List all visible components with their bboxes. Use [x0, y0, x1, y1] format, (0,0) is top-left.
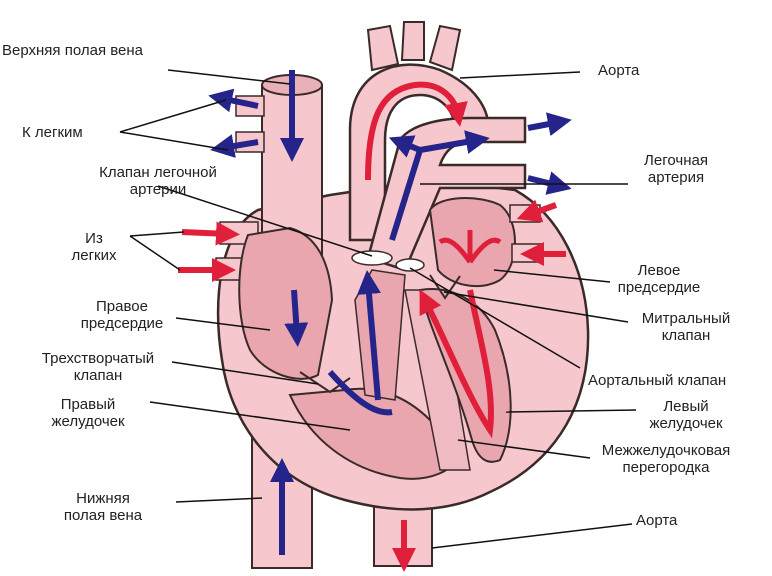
leader-aorta-bottom [431, 523, 633, 549]
flow-arrow-ra-down [284, 289, 309, 347]
flow-arrow-pa-out-upper [527, 112, 572, 137]
leader-lines [119, 69, 637, 549]
label-left-atrium: Левое предсердие [617, 262, 701, 296]
aortic-branch-2 [400, 21, 425, 61]
leader-left-atrium [493, 269, 611, 283]
leader-inferior-vena-cava [175, 497, 263, 503]
label-from-lungs: Из легких [71, 230, 117, 264]
leader-aorta-top [459, 71, 581, 79]
flow-arrow-to-lungs-lower [210, 134, 259, 158]
label-aorta-top: Аорта [598, 62, 640, 79]
label-inferior-vena-cava: Нижняя полая вена [63, 490, 143, 524]
label-superior-vena-cava: Верхняя полая вена [2, 42, 144, 59]
leader-septum [457, 439, 591, 459]
leader-superior-vena-cava [167, 69, 291, 85]
flow-arrow-pa-left [388, 135, 422, 158]
label-left-ventricle: Левый желудочек [649, 398, 723, 432]
label-septum: Межжелудочковая перегородка [601, 442, 731, 476]
flow-arrow-from-lungs-upper [181, 221, 240, 246]
label-pulmonary-artery: Легочная артерия [644, 152, 708, 186]
pulmonary-valve-ring [351, 250, 393, 266]
leader-from-lungs-upper [129, 231, 185, 237]
leader-from-lungs-lower [129, 235, 181, 271]
label-tricuspid-valve: Трехстворчатый клапан [41, 350, 155, 384]
leader-right-ventricle [149, 401, 351, 431]
aortic-valve-ring [395, 258, 425, 272]
label-mitral-valve: Митральный клапан [641, 310, 731, 344]
flow-arrow-to-lungs-upper [208, 88, 259, 113]
flow-arrow-rv-up [357, 270, 381, 401]
leader-left-ventricle [505, 409, 637, 413]
leader-tricuspid-valve [171, 361, 319, 385]
label-aortic-valve: Аортальный клапан [588, 372, 727, 389]
flow-arrow-lpv-upper [516, 199, 558, 223]
flow-arrow-aorta-arch [365, 81, 468, 181]
label-aorta-bottom: Аорта [636, 512, 678, 529]
leader-aortic-valve [409, 267, 581, 369]
leader-to-lungs-upper [119, 99, 227, 133]
aortic-branch-1 [366, 24, 400, 72]
flow-arrow-pa-right [419, 130, 490, 154]
flow-arrow-pa-out-lower [527, 171, 572, 195]
label-right-atrium: Правое предсердие [80, 298, 164, 332]
flow-arrow-pa-up [389, 149, 423, 241]
aortic-branch-3 [428, 24, 462, 72]
right-atrium-chamber [238, 226, 334, 380]
leader-to-lungs-lower [119, 131, 229, 151]
flow-arrow-lv-loop [419, 289, 494, 439]
leader-mitral-valve [443, 291, 629, 323]
label-right-ventricle: Правый желудочек [51, 396, 125, 430]
label-pulmonary-valve: Клапан легочной артерии [99, 164, 217, 198]
label-to-lungs: К легким [22, 124, 83, 141]
flow-arrow-rv-curve [327, 370, 393, 416]
leader-right-atrium [175, 317, 271, 331]
leader-pulmonary-valve [157, 185, 373, 257]
flow-arrow-la-swirl [438, 230, 502, 264]
